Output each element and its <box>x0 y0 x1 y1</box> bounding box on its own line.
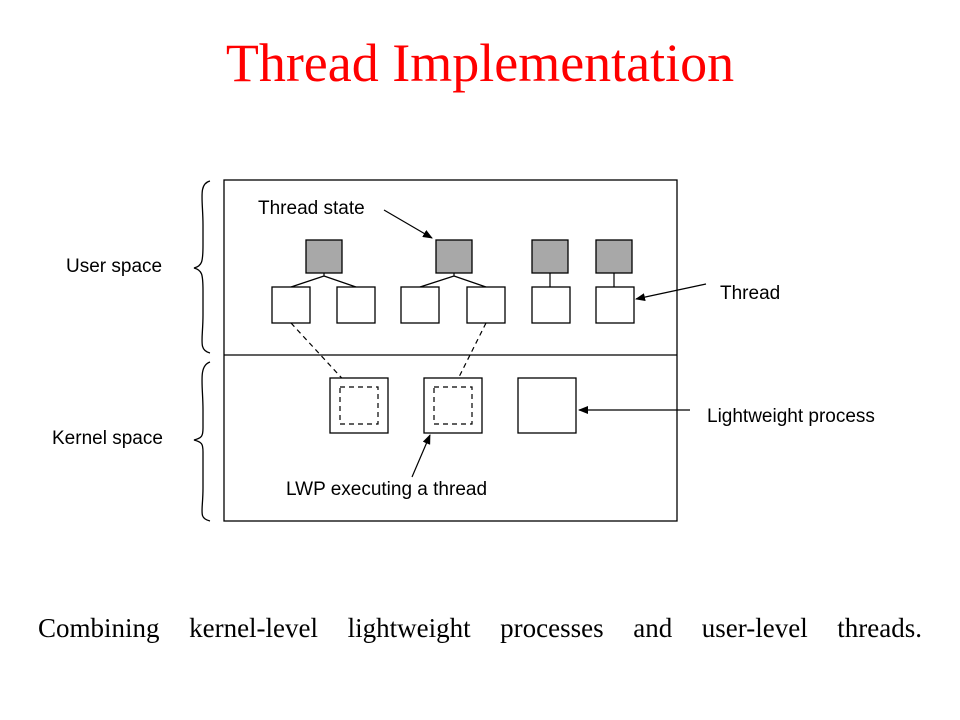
user-space-label: User space <box>66 256 162 277</box>
user-space-brace <box>193 180 211 354</box>
slide-title: Thread Implementation <box>225 33 735 93</box>
thread-box <box>336 286 376 324</box>
thread-box <box>595 286 635 324</box>
lwp-executing-arrow <box>411 434 431 478</box>
thread-box <box>271 286 311 324</box>
thread-state-box <box>531 239 569 274</box>
slide-caption: Combining kernel-level lightweight proce… <box>38 613 922 643</box>
thread-state-box <box>305 239 343 274</box>
state-thread-connector <box>290 273 357 288</box>
thread-state-arrow <box>383 209 433 239</box>
lwp-inner-thread <box>433 386 473 425</box>
lwp-inner-thread <box>339 386 379 425</box>
thread-state-box <box>435 239 473 274</box>
address-space-frame <box>223 179 678 522</box>
lwp-box <box>423 377 483 434</box>
thread-box <box>400 286 440 324</box>
state-thread-connector <box>419 273 487 288</box>
kernel-space-brace <box>193 361 211 522</box>
thread-lwp-mapping <box>453 322 487 388</box>
thread-box <box>466 286 506 324</box>
thread-lwp-mapping <box>290 322 351 388</box>
thread-state-label: Thread state <box>258 198 365 219</box>
lwp-box <box>329 377 389 434</box>
lwp-box <box>517 377 577 434</box>
kernel-space-label: Kernel space <box>52 428 163 449</box>
thread-state-box <box>595 239 633 274</box>
thread-label: Thread <box>720 283 780 304</box>
lwp-executing-label: LWP executing a thread <box>286 479 487 500</box>
thread-box <box>531 286 571 324</box>
lightweight-process-label: Lightweight process <box>707 406 875 427</box>
thread-arrow <box>635 283 707 302</box>
